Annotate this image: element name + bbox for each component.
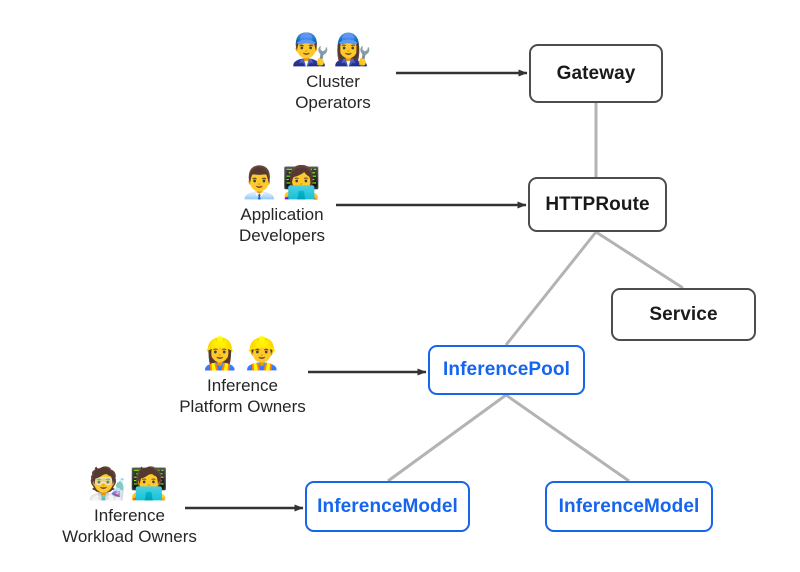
node-inferencepool-label: InferencePool: [443, 359, 570, 380]
persona-cluster-operators: 👨‍🔧👩‍🔧 Cluster Operators: [278, 32, 388, 113]
node-gateway-label: Gateway: [556, 62, 636, 84]
node-httproute[interactable]: HTTPRoute: [528, 177, 667, 232]
persona-inference-platform-owners: 👷‍♀️👷‍♂️ Inference Platform Owners: [155, 336, 330, 417]
node-inferencemodel-2-label: InferenceModel: [558, 495, 700, 517]
persona-inference-workload-owners: 🧑‍🔬🧑‍💻 Inference Workload Owners: [37, 466, 222, 547]
office-worker-technologist-icon: 👨‍💼👩‍💻: [240, 165, 324, 201]
persona-arrows: [185, 69, 528, 512]
mechanic-icon: 👨‍🔧👩‍🔧: [291, 32, 375, 68]
node-inferencepool[interactable]: InferencePool: [428, 345, 585, 395]
node-inferencemodel-1-label: InferenceModel: [317, 495, 458, 517]
node-inferencemodel-2[interactable]: InferenceModel: [545, 481, 713, 532]
node-service[interactable]: Service: [611, 288, 756, 341]
edge-httproute-to-service: [595, 230, 684, 290]
scientist-technologist-icon: 🧑‍🔬🧑‍💻: [87, 466, 172, 502]
construction-worker-icon: 👷‍♀️👷‍♂️: [200, 336, 285, 372]
persona-cluster-operators-label: Cluster Operators: [295, 72, 371, 112]
edge-httproute-to-inferencepool: [504, 231, 598, 346]
persona-application-developers-label: Application Developers: [239, 205, 325, 245]
node-inferencemodel-1[interactable]: InferenceModel: [305, 481, 470, 532]
node-gateway[interactable]: Gateway: [529, 44, 663, 103]
persona-inference-platform-owners-label: Inference Platform Owners: [179, 376, 306, 416]
node-service-label: Service: [649, 303, 718, 325]
persona-application-developers: 👨‍💼👩‍💻 Application Developers: [212, 165, 352, 246]
resource-edges: [387, 103, 684, 483]
edge-inferencepool-to-inferencemodel-1: [387, 393, 507, 483]
persona-inference-workload-owners-label: Inference Workload Owners: [62, 506, 197, 546]
node-httproute-label: HTTPRoute: [545, 193, 650, 215]
edge-inferencepool-to-inferencemodel-2: [505, 393, 630, 483]
